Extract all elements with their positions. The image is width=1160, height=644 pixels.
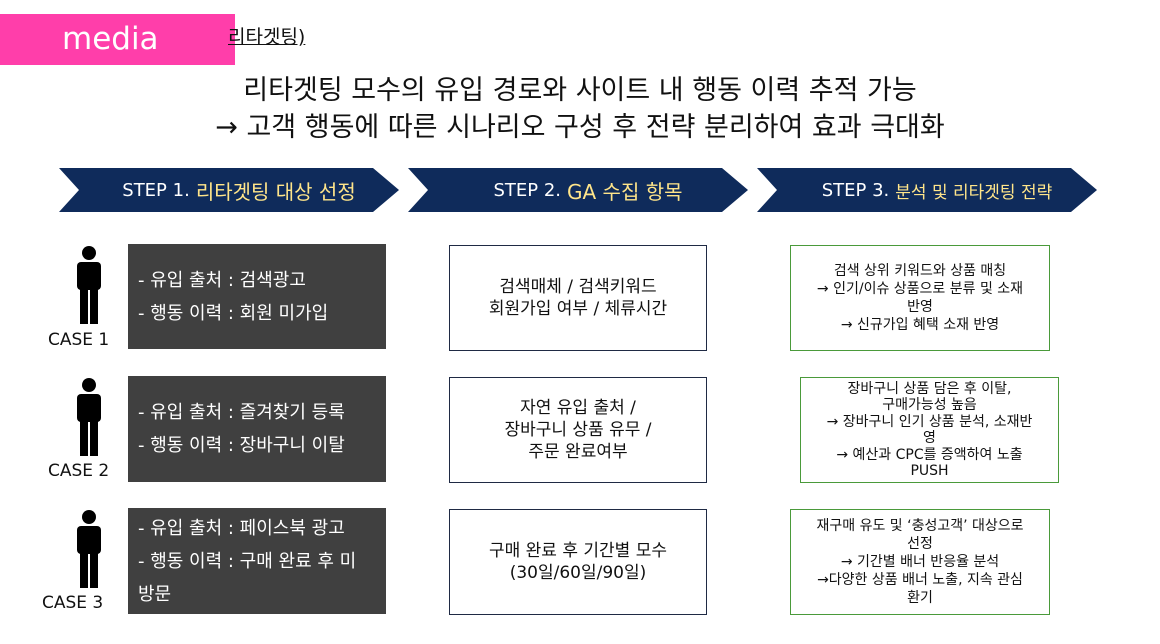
- step-3-title: 분석 및 리타겟팅 전략: [895, 182, 1053, 203]
- case-3-source: - 유입 출처 : 페이스북 광고: [138, 517, 345, 539]
- step-2-arrow: STEP 2. GA 수집 항목: [408, 168, 748, 212]
- case-2-ga-line: 주문 완료여부: [528, 442, 628, 462]
- case-1-label: CASE 1: [48, 330, 110, 350]
- step-1-arrow: STEP 1. 리타겟팅 대상 선정: [59, 168, 399, 212]
- headline-line-2: → 고객 행동에 따른 시나리오 구성 후 전략 분리하여 효과 극대화: [215, 112, 945, 143]
- case-3-ga-box: 구매 완료 후 기간별 모수 (30일/60일/90일): [449, 509, 707, 615]
- case-1-strategy-line: 반영: [907, 299, 933, 315]
- case-1-ga-line: 회원가입 여부 / 체류시간: [488, 299, 668, 319]
- case-2-ga-box: 자연 유입 출처 / 장바구니 상품 유무 / 주문 완료여부: [449, 377, 707, 483]
- step-2-prefix: STEP 2.: [493, 179, 562, 201]
- case-3-strategy-line: → 기간별 배너 반응율 분석: [840, 554, 1000, 570]
- case-2-info-box: - 유입 출처 : 즐겨찾기 등록 - 행동 이력 : 장바구니 이탈: [128, 376, 386, 482]
- case-1-strategy-line: 검색 상위 키워드와 상품 매칭: [833, 263, 1007, 279]
- case-2-ga-line: 장바구니 상품 유무 /: [504, 420, 652, 440]
- case-3-strategy-line: 재구매 유도 및 ‘충성고객’ 대상으로: [816, 518, 1024, 534]
- step-2-title: GA 수집 항목: [567, 179, 683, 204]
- case-3-ga-line: (30일/60일/90일): [509, 563, 647, 583]
- case-3-behavior-cont: 방문: [138, 583, 172, 605]
- case-3-info-box: - 유입 출처 : 페이스북 광고 - 행동 이력 : 구매 완료 후 미 방문: [128, 508, 386, 614]
- case-3-strategy-line: 선정: [907, 536, 933, 552]
- case-3-strategy-line: 환기: [907, 590, 933, 606]
- case-2-behavior: - 행동 이력 : 장바구니 이탈: [138, 435, 345, 456]
- case-2-ga-line: 자연 유입 출처 /: [520, 398, 636, 418]
- case-1-strategy-line: → 인기/이슈 상품으로 분류 및 소재: [816, 281, 1024, 297]
- step-1-title: 리타겟팅 대상 선정: [195, 179, 356, 204]
- case-2-strategy-line: 구매가능성 높음: [882, 397, 977, 413]
- case-2-label: CASE 2: [48, 461, 110, 481]
- case-1-behavior: - 행동 이력 : 회원 미가입: [138, 302, 329, 324]
- case-2-strategy-line: → 장바구니 인기 상품 분석, 소재반: [826, 413, 1033, 430]
- person-icon: [77, 378, 101, 456]
- case-2-strategy-line: → 예산과 CPC를 증액하여 노출: [836, 446, 1023, 463]
- headline-line-1: 리타겟팅 모수의 유입 경로와 사이트 내 행동 이력 추적 가능: [243, 75, 917, 106]
- case-1-strategy-box: 검색 상위 키워드와 상품 매칭 → 인기/이슈 상품으로 분류 및 소재 반영…: [790, 245, 1050, 351]
- case-3-ga-line: 구매 완료 후 기간별 모수: [488, 541, 667, 561]
- case-2-strategy-line: 영: [923, 430, 936, 446]
- case-1-source: - 유입 출처 : 검색광고: [138, 269, 306, 291]
- step-3-prefix: STEP 3.: [821, 179, 890, 201]
- case-1-strategy-line: → 신규가입 혜택 소재 반영: [840, 317, 1000, 333]
- step-1-prefix: STEP 1.: [122, 179, 190, 201]
- case-3-behavior: - 행동 이력 : 구매 완료 후 미: [138, 550, 357, 572]
- step-3-arrow: STEP 3. 분석 및 리타겟팅 전략: [757, 168, 1097, 212]
- case-3-strategy-line: →다양한 상품 배너 노출, 지속 관심: [817, 572, 1023, 588]
- media-badge: media: [0, 14, 235, 65]
- subheading: 리타겟팅): [228, 26, 306, 48]
- person-icon: [77, 510, 101, 588]
- case-2-source: - 유입 출처 : 즐겨찾기 등록: [138, 402, 345, 423]
- case-2-strategy-line: 장바구니 상품 담은 후 이탈,: [847, 380, 1012, 397]
- case-1-info-box: - 유입 출처 : 검색광고 - 행동 이력 : 회원 미가입: [128, 244, 386, 349]
- case-2-strategy-box: 장바구니 상품 담은 후 이탈, 구매가능성 높음 → 장바구니 인기 상품 분…: [800, 377, 1059, 483]
- case-1-ga-box: 검색매체 / 검색키워드 회원가입 여부 / 체류시간: [449, 245, 707, 351]
- person-icon: [77, 246, 101, 324]
- case-1-ga-line: 검색매체 / 검색키워드: [499, 277, 657, 297]
- case-2-strategy-line: PUSH: [910, 463, 949, 479]
- case-3-label: CASE 3: [42, 593, 104, 613]
- case-3-strategy-box: 재구매 유도 및 ‘충성고객’ 대상으로 선정 → 기간별 배너 반응율 분석 …: [790, 509, 1050, 615]
